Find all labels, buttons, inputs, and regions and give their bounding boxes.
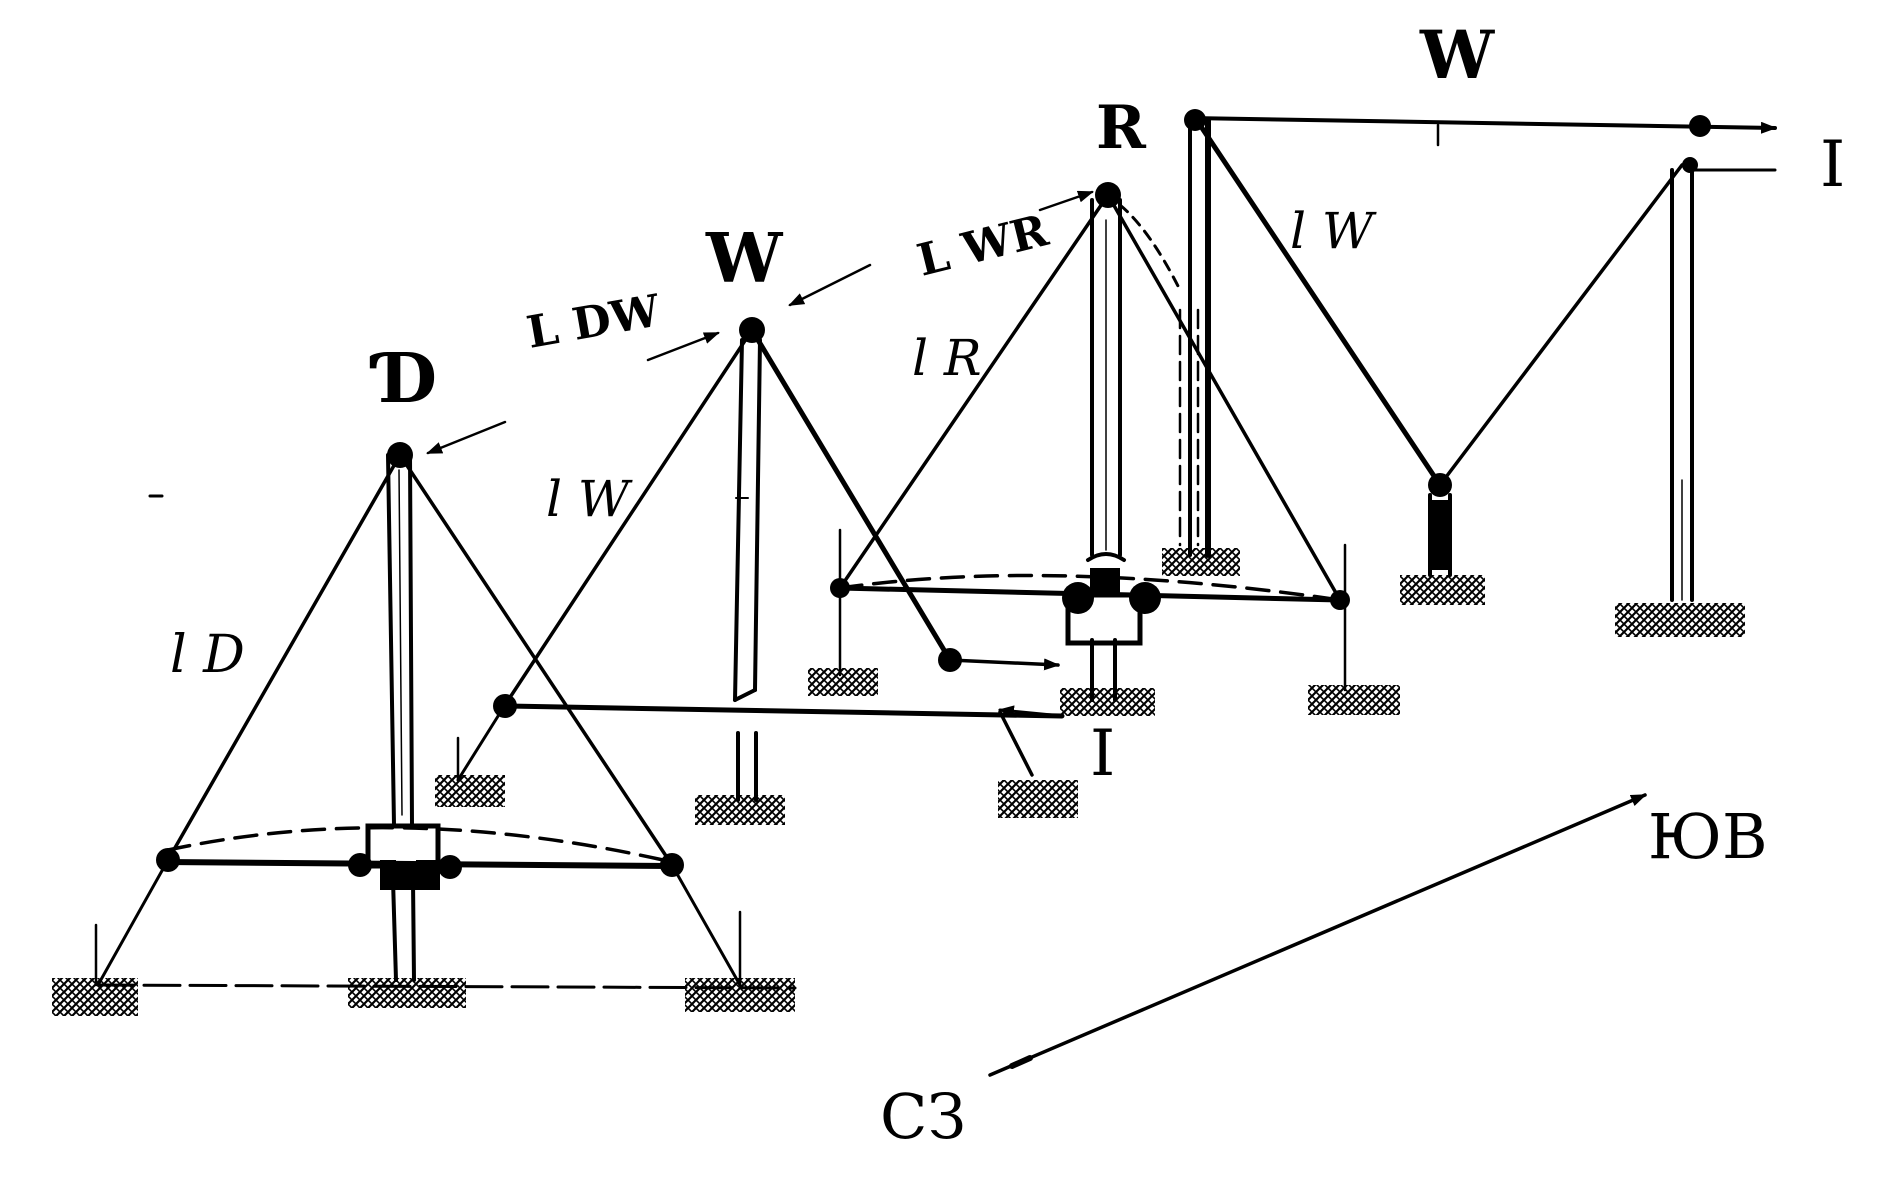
mast-r-guys: [838, 193, 1342, 602]
anchor: [1060, 688, 1155, 716]
label-l-w-right: l W: [1290, 202, 1377, 260]
anchor: [808, 668, 878, 696]
anchor: [1400, 575, 1485, 605]
label-mast-w-right: W: [1419, 16, 1495, 94]
mast-w-left-column: [733, 338, 762, 802]
label-direction-nw: СЗ: [880, 1080, 966, 1153]
anchor: [695, 795, 785, 825]
anchor: [348, 978, 466, 1008]
mast-r-base-block: [1062, 552, 1161, 646]
mast-d-base-block: [365, 823, 441, 890]
label-mast-r: R: [1096, 93, 1147, 163]
mast-d-spreader: [156, 825, 684, 879]
mast-d-column: [386, 453, 416, 982]
anchor: [998, 780, 1078, 818]
anchor: [1162, 548, 1240, 576]
mast-d-guys: [96, 453, 742, 987]
anchor: [1308, 685, 1400, 715]
mast-w-right-right-column: [1670, 168, 1694, 602]
anchor: [1615, 603, 1745, 637]
mast-w-right-top-beam: [1184, 109, 1777, 173]
label-l-d: l D: [170, 625, 245, 685]
direction-arrow: [988, 793, 1647, 1077]
label-l-r: l R: [912, 329, 982, 387]
mast-w-left: [435, 263, 1078, 825]
label-section-i-bottom: I: [1090, 717, 1115, 791]
label-l-w-left: l W: [546, 470, 633, 528]
label-section-i-top: I: [1820, 128, 1845, 202]
mast-w-right-v-guys: [1197, 122, 1684, 497]
mast-w-left-spreader: [493, 648, 1065, 777]
mast-w-right: [1162, 109, 1777, 637]
mast-d: [52, 420, 797, 1016]
label-l-wr: L WR: [912, 205, 1053, 287]
anchor: [52, 978, 138, 1016]
mast-w-left-guys: [456, 327, 953, 782]
mast-r: [808, 182, 1400, 716]
anchor: [685, 978, 795, 1012]
anchor: [435, 775, 505, 807]
label-direction-se: ЮВ: [1648, 800, 1768, 873]
mast-w-right-left-column: [1178, 113, 1211, 558]
mast-r-column: [1090, 198, 1122, 702]
label-l-dw: L DW: [523, 285, 664, 359]
label-mast-d: Ɗ: [369, 339, 437, 419]
mast-w-right-post: [1428, 493, 1452, 577]
label-mast-w-left: W: [705, 219, 784, 299]
